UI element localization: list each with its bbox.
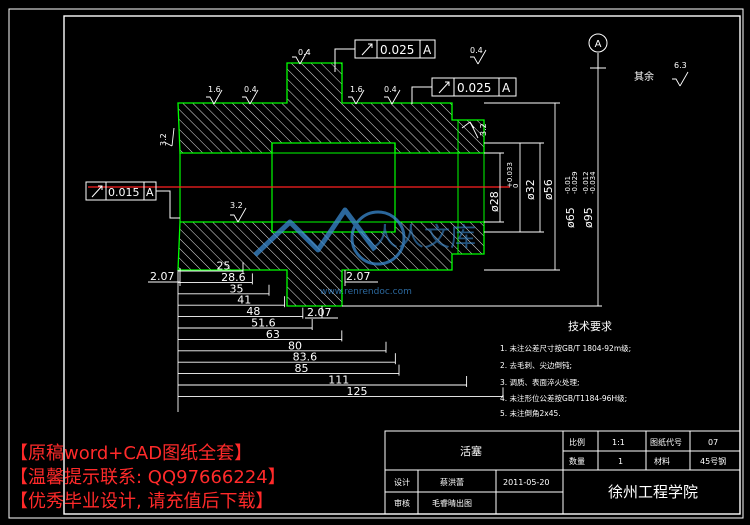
dim-d65-tol-upper: -0.01	[564, 176, 572, 194]
dim-d95-tol-upper: -0.012	[582, 171, 590, 194]
checker-label: 审核	[394, 498, 410, 508]
tolerance-frame-1: 0.025 A	[334, 39, 436, 72]
material-value: 45号钢	[700, 456, 726, 466]
svg-text:3.2: 3.2	[159, 133, 168, 146]
chamfer-dim-1: 2.07	[148, 268, 181, 286]
svg-text:0.4: 0.4	[470, 46, 483, 55]
length-dim-label: 125	[347, 385, 368, 398]
diameter-dims	[342, 68, 602, 307]
length-dim-label: 35	[230, 282, 244, 295]
svg-text:0.4: 0.4	[244, 85, 257, 94]
dim-d32: ø32	[524, 179, 537, 200]
overlay-line-1: 【原稿word+CAD图纸全套】	[10, 443, 253, 464]
dim-d65-tol-lower: -0.029	[571, 171, 579, 194]
svg-text:1.6: 1.6	[208, 85, 221, 94]
roughness-0-4-left: 0.4	[242, 85, 259, 105]
datum-label: A	[595, 39, 602, 50]
length-dim-label: 28.6	[221, 271, 246, 284]
length-dim-label: 85	[295, 362, 309, 375]
section-hatch-upper	[177, 62, 485, 154]
outer-frame	[8, 8, 744, 519]
designer-name: 蔡洪蕾	[440, 477, 464, 487]
part-name: 活塞	[460, 444, 482, 458]
svg-text:3.2: 3.2	[230, 201, 243, 210]
svg-text:6.3: 6.3	[674, 61, 687, 70]
tech-req-title: 技术要求	[568, 320, 612, 333]
roughness-6-3-rest: 6.3 其余	[634, 61, 689, 87]
scale-label: 比例	[569, 437, 585, 447]
svg-text:3.2: 3.2	[479, 123, 488, 136]
dim-d28: ø28	[488, 191, 501, 212]
school-name: 徐州工程学院	[608, 483, 698, 501]
tolerance-frame-3: 0.015 A	[85, 181, 180, 219]
roughness-1-6-left: 1.6	[206, 85, 223, 105]
tech-req-item-5: 5. 未注倒角2x45.	[500, 408, 561, 418]
svg-text:www.renrendoc.com: www.renrendoc.com	[320, 287, 412, 297]
svg-text:A: A	[146, 186, 154, 199]
scale-value: 1:1	[612, 438, 625, 447]
watermark-logo: 人人文库 www.renrendoc.com	[253, 207, 476, 297]
drawing-no-label: 图纸代号	[650, 437, 682, 447]
svg-text:1.6: 1.6	[350, 85, 363, 94]
overlay-line-3: 【优秀毕业设计, 请充值后下载】	[10, 491, 274, 512]
dim-d28-tol-lower: 0	[512, 184, 520, 188]
title-block	[384, 430, 741, 515]
tolerance-frame-2: 0.025 A	[411, 77, 517, 104]
svg-text:2.07: 2.07	[307, 306, 332, 319]
dim-d95-tol-lower: -0.034	[589, 171, 597, 194]
roughness-1-6-mid: 1.6	[348, 85, 365, 105]
quantity-label: 数量	[569, 456, 585, 466]
overlay-line-2: 【温馨提示联系: QQ97666224】	[10, 467, 286, 488]
dim-d95: ø95	[582, 207, 595, 228]
designer-label: 设计	[394, 477, 410, 487]
checker-name: 毛睿晴出图	[432, 498, 472, 508]
length-dim-label: 111	[328, 374, 349, 387]
design-date: 2011-05-20	[503, 478, 550, 487]
length-dim-label: 80	[288, 339, 302, 352]
svg-text:人人文库: 人人文库	[372, 223, 476, 253]
length-dim-label: 41	[237, 294, 251, 307]
tech-req-item-1: 1. 未注公差尺寸按GB/T 1804-92m级;	[500, 343, 631, 353]
material-label: 材料	[654, 456, 670, 466]
datum-circle	[588, 33, 608, 53]
svg-text:0.4: 0.4	[298, 48, 311, 57]
svg-text:0.025: 0.025	[457, 81, 491, 95]
dim-d28-tol-upper: +0.033	[506, 162, 514, 188]
svg-text:A: A	[423, 43, 432, 57]
svg-text:0.015: 0.015	[108, 186, 140, 199]
rest-roughness-label: 其余	[634, 70, 654, 83]
svg-text:2.07: 2.07	[346, 270, 371, 283]
roughness-0-4-top-left: 0.4	[292, 48, 311, 65]
roughness-3-2-bore: 3.2	[230, 201, 247, 223]
quantity-value: 1	[618, 457, 623, 466]
svg-text:0.4: 0.4	[384, 85, 397, 94]
roughness-3-2-right-slot: 3.2	[461, 121, 488, 139]
drawing-no-value: 07	[708, 438, 718, 447]
roughness-0-4-mid: 0.4	[384, 85, 401, 105]
chamfer-dim-2: 2.07	[344, 270, 378, 286]
roughness-3-2-left-face: 3.2	[159, 127, 175, 147]
length-dim-label: 63	[266, 328, 280, 341]
tech-req-item-4: 4. 未注形位公差按GB/T1184-96H级;	[500, 393, 627, 403]
svg-text:A: A	[502, 81, 511, 95]
dim-d65: ø65	[564, 207, 577, 228]
tech-req-item-2: 2. 去毛刺、尖边倒钝;	[500, 360, 572, 370]
length-dim-label: 83.6	[293, 351, 318, 364]
roughness-0-4-top-right: 0.4	[470, 46, 487, 65]
length-dim-label: 51.6	[251, 317, 276, 330]
svg-text:2.07: 2.07	[150, 270, 175, 283]
dim-d56: ø56	[542, 179, 555, 200]
chamfer-dim-3: 2.07	[305, 306, 338, 319]
svg-text:0.025: 0.025	[380, 43, 414, 57]
length-dim-label: 48	[246, 305, 260, 318]
tech-req-item-3: 3. 调质、表面淬火处理;	[500, 377, 580, 387]
section-hatch-lower	[177, 221, 485, 307]
length-dim-label: 25	[217, 260, 231, 273]
